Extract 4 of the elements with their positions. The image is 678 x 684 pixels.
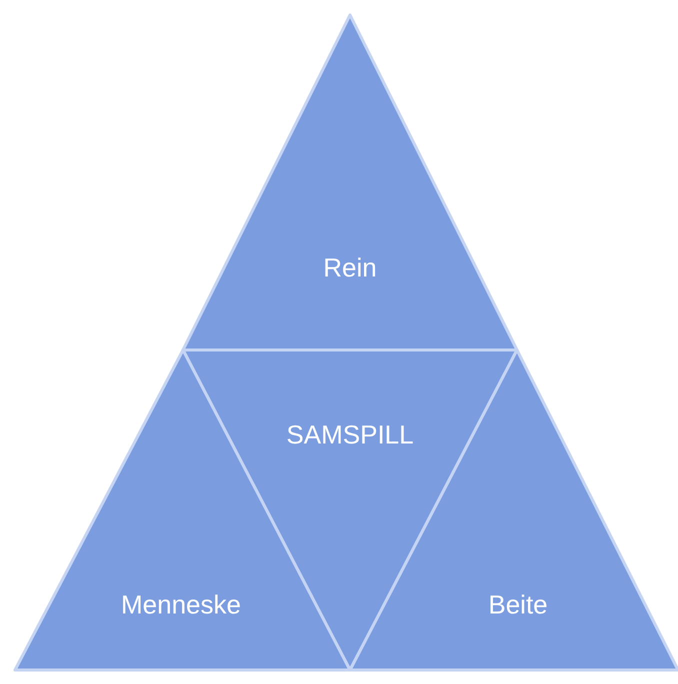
- node-label: Beite: [488, 590, 548, 620]
- node-label: Rein: [323, 252, 377, 284]
- node-label: Menneske: [121, 590, 241, 620]
- node-label: SAMSPILL: [286, 420, 414, 450]
